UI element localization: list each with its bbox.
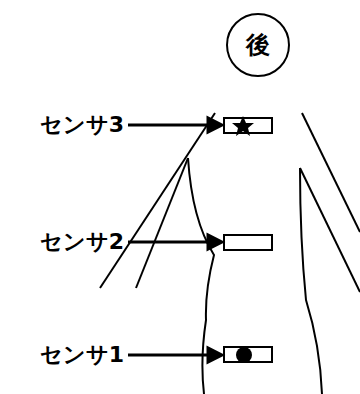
sensor-label: センサ1 <box>40 340 124 370</box>
sensor-pad <box>224 235 272 250</box>
leader-arrow <box>128 241 212 244</box>
head-circle: 後 <box>226 13 290 77</box>
dot-marker <box>236 347 252 363</box>
arrow-head <box>208 118 222 132</box>
star-marker <box>232 116 254 136</box>
right-arm-outer <box>302 113 360 232</box>
leader-arrow <box>128 354 212 357</box>
arrow-head <box>208 348 222 362</box>
left-arm-outer <box>100 113 215 288</box>
left-arm-inner <box>136 158 188 288</box>
sensor-label: センサ2 <box>40 227 124 257</box>
torso-right <box>300 168 322 394</box>
arrow-head <box>208 235 222 249</box>
right-arm-inner <box>300 168 360 292</box>
leader-arrow <box>128 124 212 127</box>
node-text: 後 <box>246 29 270 61</box>
sensor-pad <box>224 347 272 362</box>
sensor-label: センサ3 <box>40 110 124 140</box>
